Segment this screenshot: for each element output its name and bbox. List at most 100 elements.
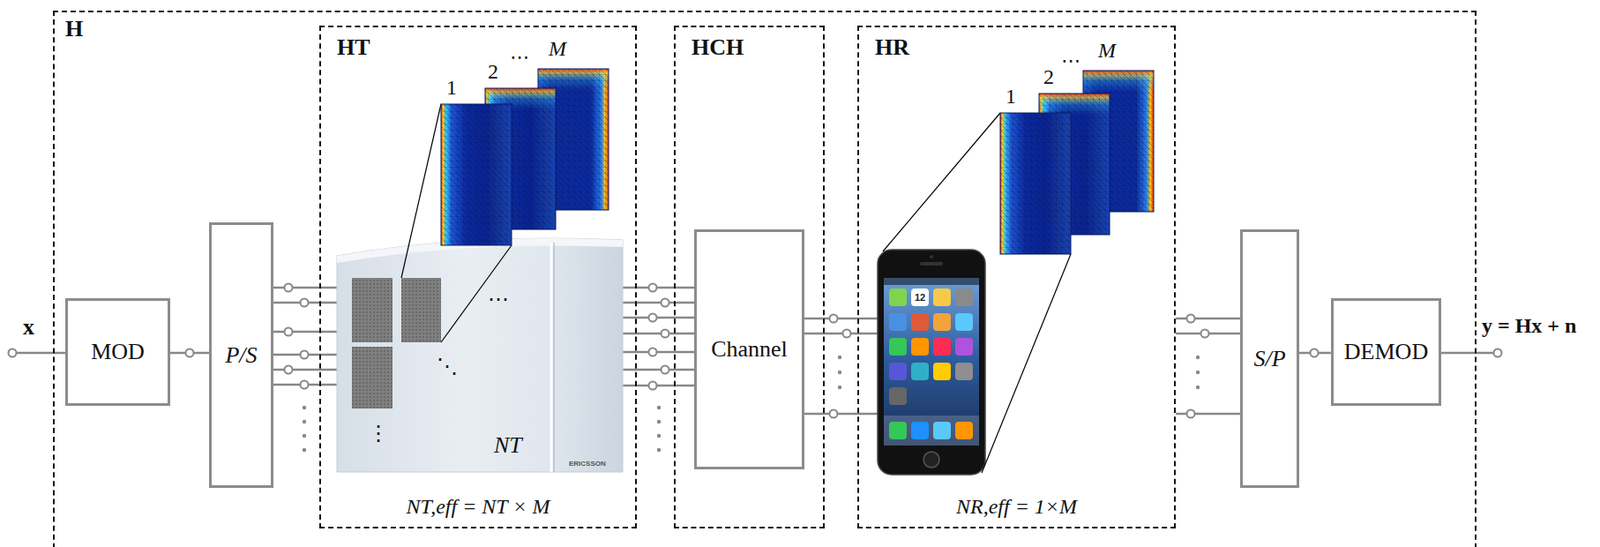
wire-bundle <box>804 314 878 419</box>
parallel-wire <box>622 368 695 372</box>
text-slot: M <box>548 37 567 62</box>
app-icon <box>911 313 929 331</box>
app-icon <box>889 387 907 405</box>
input-wire <box>15 351 66 355</box>
phone-camera <box>929 254 934 259</box>
text-slot: x <box>22 314 35 341</box>
ellipsis: ⋯ <box>1061 49 1081 72</box>
app-icon <box>933 288 951 307</box>
terminal-circle <box>661 329 670 338</box>
text-slot: P/S <box>224 342 257 369</box>
node-label: 12 <box>911 288 929 307</box>
parallel-wire <box>804 412 878 416</box>
calendar-icon <box>911 288 929 307</box>
app-icon <box>911 421 929 440</box>
terminal-circle <box>1187 410 1196 419</box>
parallel-wire <box>273 368 337 372</box>
map-index: 2 <box>1043 65 1055 90</box>
heat-map <box>1000 112 1071 255</box>
heat-map <box>441 104 512 246</box>
ellipsis: ⋱ <box>436 354 458 380</box>
text-slot: NT,eff = NT × M <box>406 494 551 520</box>
signal-wire <box>622 301 695 305</box>
terminal-circle <box>300 299 309 307</box>
brand-logo: ERICSSON <box>568 459 606 468</box>
leader-line <box>401 104 442 278</box>
app-icon <box>889 362 907 381</box>
continuation-dot <box>837 370 842 374</box>
text-slot: S/P <box>1253 345 1286 373</box>
terminal-circle <box>649 314 658 322</box>
continuation-dot <box>837 385 842 389</box>
signal-equation: y = Hx + n <box>1481 314 1577 339</box>
node-label: HCH <box>691 34 744 61</box>
wire-bundle <box>1299 349 1331 358</box>
text-slot: M <box>1098 38 1116 64</box>
modulator-box: MOD <box>65 298 171 406</box>
app-icon <box>933 362 951 381</box>
wire-bundle <box>622 284 695 453</box>
converter-box: P/S <box>209 222 274 488</box>
ellipsis: ⋯ <box>487 287 509 313</box>
map-index: 1 <box>446 75 457 101</box>
app-icon <box>933 337 951 356</box>
terminal-circle <box>300 351 309 359</box>
continuation-dot <box>657 419 661 424</box>
app-icon <box>889 421 907 440</box>
node-label: H <box>65 15 83 43</box>
terminal-circle <box>1201 329 1210 338</box>
continuation-dot <box>657 433 661 438</box>
terminal-circle <box>1494 349 1503 358</box>
app-icon <box>955 337 973 356</box>
heat-map <box>1000 112 1071 255</box>
text-slot: ERICSSON <box>568 459 606 468</box>
parallel-wire <box>1175 412 1241 416</box>
ellipsis: ⋮ <box>367 421 389 447</box>
text-slot: NT <box>493 432 523 459</box>
output-wire <box>1438 351 1495 355</box>
continuation-dot <box>302 419 307 424</box>
terminal-circle <box>649 284 658 292</box>
terminal-circle <box>843 329 852 338</box>
text-slot: 1 <box>1005 84 1017 110</box>
terminal-circle <box>1187 314 1196 323</box>
node-label: MOD <box>90 338 145 366</box>
phone-speaker <box>919 261 943 266</box>
node-label: HT <box>336 34 371 61</box>
text-slot: MOD <box>90 338 145 366</box>
text-slot: ⋱ <box>436 354 458 380</box>
channel-box: Channel <box>694 229 805 470</box>
wire-bundle <box>1175 314 1241 419</box>
node-label: NT <box>493 432 523 459</box>
terminal-circle <box>300 381 309 389</box>
heat-map <box>1000 112 1071 255</box>
text-slot: ⋯ <box>509 45 530 68</box>
text-slot: H <box>65 15 83 43</box>
base-station-seam <box>553 242 555 472</box>
phone-illustration <box>877 249 986 475</box>
parallel-wire <box>622 316 695 320</box>
system-boundary: HMODP/SHTNT,eff = NT × MNTHCHChannelHRNR… <box>52 10 1477 547</box>
continuation-dot <box>302 448 307 452</box>
app-icon <box>889 288 907 307</box>
parallel-wire <box>622 351 695 354</box>
continuation-dot <box>837 355 842 359</box>
phone-screen <box>883 277 980 446</box>
ellipsis: ⋯ <box>509 45 530 68</box>
parallel-wire <box>622 286 695 290</box>
antenna-element <box>351 346 393 409</box>
app-icon <box>933 313 951 331</box>
terminal-circle <box>284 366 293 374</box>
text-slot: 1 <box>446 75 457 101</box>
terminal-circle <box>661 299 670 307</box>
terminal-circle <box>284 284 293 292</box>
text-slot: ⋮ <box>367 421 389 447</box>
channel-group: HCH Channel <box>673 25 825 529</box>
terminal-circle <box>186 349 195 358</box>
wire-bundle <box>170 349 210 358</box>
antenna-element <box>401 277 442 343</box>
parallel-wire <box>622 384 695 388</box>
node-label: Channel <box>710 336 788 363</box>
app-icon <box>955 288 973 307</box>
